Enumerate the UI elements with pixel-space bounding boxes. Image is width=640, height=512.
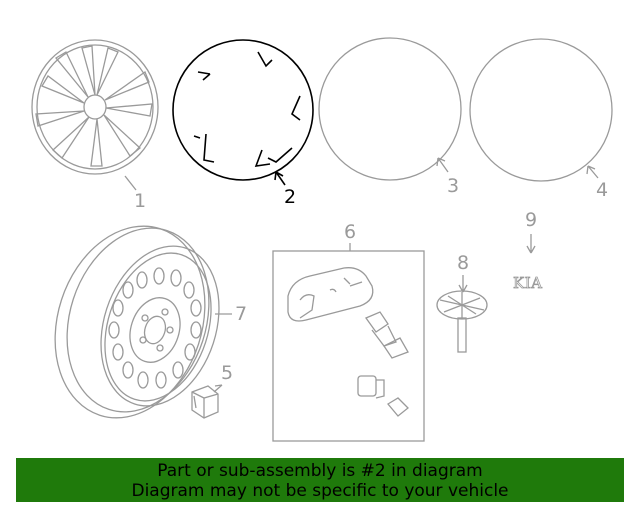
callout-2[interactable]: 2 xyxy=(284,186,297,208)
callout-9[interactable]: 9 xyxy=(525,209,538,231)
callout-4[interactable]: 4 xyxy=(596,179,609,201)
banner-line-2: Diagram may not be specific to your vehi… xyxy=(131,481,509,501)
callout-5[interactable]: 5 xyxy=(221,362,234,384)
wheel-disc-part-3[interactable] xyxy=(318,37,462,181)
wheel-cover-part-1[interactable] xyxy=(31,39,159,175)
lug-nut-part-5[interactable] xyxy=(191,385,219,419)
hub-cap-part-2[interactable] xyxy=(172,39,314,181)
leader-9 xyxy=(526,234,536,254)
callout-6[interactable]: 6 xyxy=(344,221,357,243)
callout-1[interactable]: 1 xyxy=(134,190,147,212)
leader-4 xyxy=(586,165,599,179)
steel-wheel-part-7[interactable] xyxy=(31,207,238,438)
callout-3[interactable]: 3 xyxy=(447,175,460,197)
callout-8[interactable]: 8 xyxy=(457,252,470,274)
callout-7[interactable]: 7 xyxy=(235,303,248,325)
valve-stem-part-8[interactable] xyxy=(436,290,488,353)
leader-3 xyxy=(436,157,449,173)
info-banner: Part or sub-assembly is #2 in diagram Di… xyxy=(16,458,624,502)
leader-8 xyxy=(458,275,468,293)
leader-1 xyxy=(124,175,137,191)
tpms-kit-box-part-6[interactable] xyxy=(272,250,425,442)
leader-2 xyxy=(274,171,286,186)
wheel-disc-part-4[interactable] xyxy=(469,38,613,182)
kia-emblem-part-9[interactable]: KIA xyxy=(513,274,543,292)
banner-line-1: Part or sub-assembly is #2 in diagram xyxy=(157,461,483,481)
leader-5 xyxy=(213,384,223,393)
